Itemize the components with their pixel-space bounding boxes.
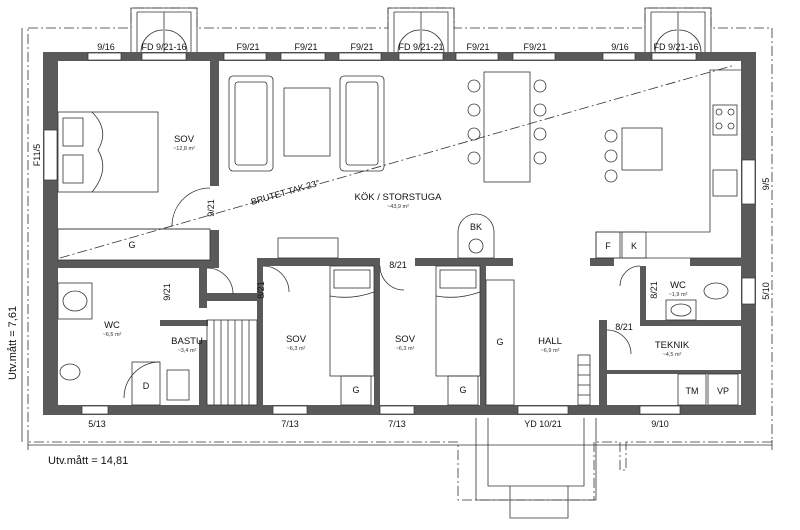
sauna-bench <box>206 319 258 406</box>
door-label-sov3: 8/21 <box>389 260 407 270</box>
double-bed <box>57 111 159 193</box>
svg-text:HALL: HALL <box>538 336 562 347</box>
svg-text:YD 10/21: YD 10/21 <box>524 419 562 429</box>
svg-text:F9/21: F9/21 <box>236 42 259 52</box>
svg-text:~6,3 m²: ~6,3 m² <box>396 346 415 352</box>
dimension-lines <box>21 28 773 450</box>
sofa-group <box>228 75 385 172</box>
room-bastu: BASTU ~3,4 m² <box>171 336 203 354</box>
svg-text:7/13: 7/13 <box>388 419 406 429</box>
window-label-left: F11/5 <box>32 144 42 166</box>
door-swings <box>123 187 641 399</box>
door-label-wc2: 8/21 <box>649 281 659 299</box>
freezer-label: K <box>631 241 637 251</box>
bed-sov2 <box>329 265 375 406</box>
wardrobe-sov1-label: G <box>128 240 135 250</box>
fridge-label: F <box>605 241 611 251</box>
width-dimension: Utv.mått = 14,81 <box>48 455 128 467</box>
room-kok-storstuga: KÖK / STORSTUGA ~43,9 m² <box>355 192 443 210</box>
svg-text:FD 9/21-16: FD 9/21-16 <box>141 42 186 52</box>
svg-text:F9/21: F9/21 <box>523 42 546 52</box>
room-sov-1: SOV ~12,8 m² <box>173 134 195 152</box>
tv-bench <box>277 237 339 259</box>
fridge <box>595 231 621 259</box>
shoe-rack <box>577 354 591 406</box>
interior-walls <box>43 61 741 405</box>
height-dimension: Utv.mått = 7,61 <box>7 306 19 380</box>
svg-text:SOV: SOV <box>286 334 307 345</box>
fireplace <box>457 213 495 259</box>
svg-text:~1,9 m²: ~1,9 m² <box>669 292 688 298</box>
dryer-label: D <box>143 381 150 391</box>
svg-text:F9/21: F9/21 <box>350 42 373 52</box>
svg-text:~43,9 m²: ~43,9 m² <box>387 204 409 210</box>
room-hall: HALL ~6,9 m² <box>538 336 562 354</box>
roof-annotation: BRUTET TAK 23° <box>250 178 322 207</box>
svg-text:5/13: 5/13 <box>88 419 106 429</box>
room-sov-2: SOV ~6,3 m² <box>286 334 307 352</box>
svg-text:F9/21: F9/21 <box>466 42 489 52</box>
svg-text:~4,5 m²: ~4,5 m² <box>663 352 682 358</box>
svg-text:~3,4 m²: ~3,4 m² <box>178 348 197 354</box>
wc2-fixtures <box>665 282 729 321</box>
door-label-sov1: 9/21 <box>206 199 216 217</box>
wardrobe-sov3-label: G <box>459 385 466 395</box>
bath-fixtures <box>57 282 190 406</box>
entrance-porch <box>475 418 597 519</box>
french-doors <box>130 7 712 53</box>
svg-text:~6,3 m²: ~6,3 m² <box>287 346 306 352</box>
wardrobe-sov1 <box>57 228 211 261</box>
window-label-right-lower: 5/10 <box>761 282 771 300</box>
dining-table <box>467 71 547 183</box>
wardrobe-sov2-label: G <box>352 385 359 395</box>
svg-text:BASTU: BASTU <box>171 336 203 347</box>
svg-text:SOV: SOV <box>395 334 416 345</box>
svg-text:FD 9/21-21: FD 9/21-21 <box>398 42 443 52</box>
bed-sov3 <box>435 265 481 406</box>
hall-closet-label: G <box>496 337 503 347</box>
roof-break-line <box>59 64 736 259</box>
window-label-right-upper: 9/5 <box>761 178 771 191</box>
door-label-sov2: 8/21 <box>256 281 266 299</box>
kitchen-island <box>604 127 663 183</box>
svg-text:7/13: 7/13 <box>281 419 299 429</box>
svg-text:~12,8 m²: ~12,8 m² <box>173 146 195 152</box>
svg-text:~6,5 m²: ~6,5 m² <box>103 332 122 338</box>
svg-text:9/16: 9/16 <box>97 42 115 52</box>
window-labels-top: 9/16 FD 9/21-16 F9/21 F9/21 F9/21 FD 9/2… <box>97 42 698 52</box>
tumble-dryer-label: TM <box>686 386 699 396</box>
window-labels-bottom: 5/13 7/13 7/13 YD 10/21 9/10 <box>88 419 669 429</box>
fireplace-label: BK <box>470 222 482 232</box>
room-wc-1: WC ~6,5 m² <box>103 320 122 338</box>
room-sov-3: SOV ~6,3 m² <box>395 334 416 352</box>
svg-text:9/10: 9/10 <box>651 419 669 429</box>
door-label-teknik: 8/21 <box>615 322 633 332</box>
tumble-dryer <box>677 373 707 406</box>
svg-text:TEKNIK: TEKNIK <box>655 340 690 351</box>
window-openings <box>43 52 756 415</box>
svg-text:9/16: 9/16 <box>611 42 629 52</box>
svg-text:WC: WC <box>104 320 120 331</box>
room-wc-2: WC ~1,9 m² <box>669 280 688 298</box>
svg-text:WC: WC <box>670 280 686 291</box>
room-teknik: TEKNIK ~4,5 m² <box>655 340 690 358</box>
svg-text:SOV: SOV <box>174 134 195 145</box>
water-heater-label: VP <box>717 386 729 396</box>
freezer <box>621 231 647 259</box>
svg-text:KÖK / STORSTUGA: KÖK / STORSTUGA <box>355 192 443 203</box>
door-label-wc1: 9/21 <box>162 283 172 301</box>
svg-text:~6,9 m²: ~6,9 m² <box>541 348 560 354</box>
water-heater <box>707 373 739 406</box>
hall-closet <box>485 279 515 406</box>
svg-text:FD 9/21-16: FD 9/21-16 <box>653 42 698 52</box>
svg-text:F9/21: F9/21 <box>294 42 317 52</box>
exterior-walls <box>43 52 756 415</box>
